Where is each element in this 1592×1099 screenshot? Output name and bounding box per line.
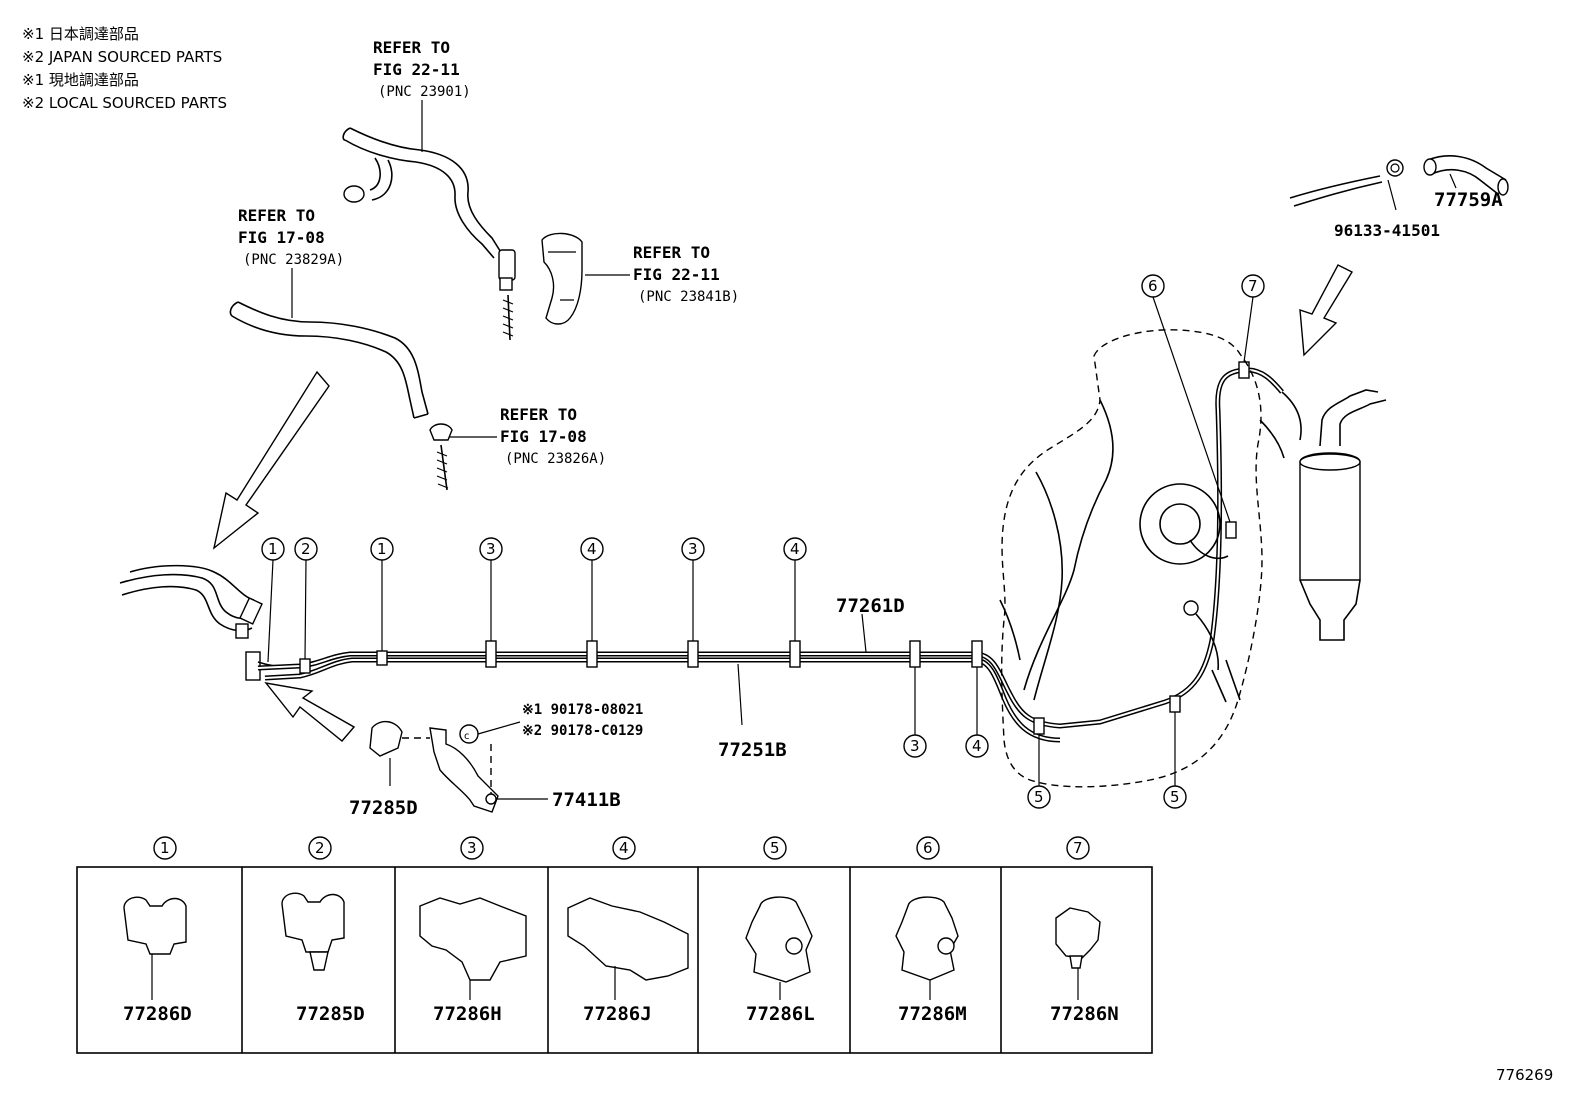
bracket-77411b-assembly: c: [369, 721, 548, 813]
callout-3b: [681, 537, 705, 561]
ref-c-pnc: (PNC 23841B): [638, 289, 739, 305]
ref-a-line2: FIG 22-11: [373, 60, 460, 79]
bolt-local: ※2 90178-C0129: [522, 723, 643, 739]
callout-2-label: 2: [301, 540, 311, 558]
reference-fig-17-08-pnc-23826a: REFER TO FIG 17-08 (PNC 23826A): [447, 405, 606, 467]
callout-4c: [965, 734, 989, 758]
ref-a-pnc: (PNC 23901): [378, 84, 471, 100]
legend-7-num: 7: [1073, 839, 1083, 857]
note-line-2: ※2 JAPAN SOURCED PARTS: [22, 48, 222, 66]
callout-4a: [580, 537, 604, 561]
ref-b-pnc: (PNC 23829A): [243, 252, 344, 268]
reference-fig-17-08-pnc-23829a: REFER TO FIG 17-08 (PNC 23829A): [238, 206, 344, 318]
part-77251b: 77251B: [718, 739, 787, 761]
ref-c-line2: FIG 22-11: [633, 265, 720, 284]
callout-3b-label: 3: [688, 540, 698, 558]
legend-5-num: 5: [770, 839, 780, 857]
ref-d-pnc: (PNC 23826A): [505, 451, 606, 467]
legend-5-part: 77286L: [746, 1003, 815, 1025]
callout-3c-label: 3: [910, 737, 920, 755]
note-line-1: ※1 日本調達部品: [22, 25, 139, 43]
main-fuel-lines: [257, 367, 1284, 743]
callout-4a-label: 4: [587, 540, 597, 558]
legend-1-part: 77286D: [123, 1003, 192, 1025]
callout-4b-label: 4: [790, 540, 800, 558]
callout-7-label: 7: [1248, 277, 1258, 295]
ref-b-line2: FIG 17-08: [238, 228, 325, 247]
callout-3a: [479, 537, 503, 561]
callout-3a-label: 3: [486, 540, 496, 558]
legend-7-part: 77286N: [1050, 1003, 1119, 1025]
legend-4-part: 77286J: [583, 1003, 652, 1025]
direction-arrows: [212, 264, 1353, 742]
engine-side-connection: [119, 564, 301, 681]
part-77759a: 77759A: [1434, 189, 1503, 211]
callout-5b-label: 5: [1170, 788, 1180, 806]
callout-6-label: 6: [1148, 277, 1158, 295]
reference-fig-22-11-pnc-23841b: REFER TO FIG 22-11 (PNC 23841B): [585, 243, 739, 305]
ref-a-line1: REFER TO: [373, 38, 450, 57]
ref-b-line1: REFER TO: [238, 206, 315, 225]
callout-5b: [1163, 785, 1187, 809]
callout-4b: [783, 537, 807, 561]
hose-77759a-assembly: [1289, 155, 1509, 211]
ref-d-line1: REFER TO: [500, 405, 577, 424]
note-line-3: ※1 現地調達部品: [22, 71, 139, 89]
ref-d-line2: FIG 17-08: [500, 427, 587, 446]
legend-6-part: 77286M: [898, 1003, 967, 1025]
callout-1a: [261, 537, 285, 561]
reference-fig-22-11-pnc-23901: REFER TO FIG 22-11 (PNC 23901): [373, 38, 471, 152]
callout-1b: [370, 537, 394, 561]
callout-1b-label: 1: [377, 540, 387, 558]
bolt-marker-c: c: [464, 731, 470, 742]
ref-c-line1: REFER TO: [633, 243, 710, 262]
line-clamps: [299, 361, 1250, 735]
part-number-labels: 77261D 77251B 77285D 77411B ※1 90178-080…: [349, 189, 1503, 819]
legend-2-num: 2: [315, 839, 325, 857]
part-77411b: 77411B: [552, 789, 621, 811]
callout-5a-label: 5: [1034, 788, 1044, 806]
part-96133-41501: 96133-41501: [1334, 221, 1440, 240]
legend-1-num: 1: [160, 839, 170, 857]
figure-id: 776269: [1496, 1066, 1553, 1084]
legend-2-part: 77285D: [296, 1003, 365, 1025]
charcoal-canister: [1259, 389, 1387, 641]
filler-vent-hose: [342, 127, 516, 341]
legend-3-part: 77286H: [433, 1003, 502, 1025]
callout-7: [1241, 274, 1265, 298]
breather-hose: [229, 301, 453, 491]
callout-4c-label: 4: [972, 737, 982, 755]
callout-2: [294, 537, 318, 561]
sourcing-notes: ※1 日本調達部品 ※2 JAPAN SOURCED PARTS ※1 現地調達…: [22, 25, 227, 112]
part-77261d: 77261D: [836, 595, 905, 617]
fuel-tank: [999, 329, 1263, 788]
clamp-legend-table: 1 77286D 2 77285D 3 77286H 4 77286J 5 77…: [76, 836, 1153, 1054]
filler-protector: [541, 232, 583, 325]
legend-6-num: 6: [923, 839, 933, 857]
note-line-4: ※2 LOCAL SOURCED PARTS: [22, 94, 227, 112]
callout-6: [1141, 274, 1165, 298]
legend-3-num: 3: [467, 839, 477, 857]
legend-4-num: 4: [619, 839, 629, 857]
callout-circles: 1 2 1 3 4 3 4 3 4 5 5 6: [261, 274, 1265, 809]
callout-1a-label: 1: [268, 540, 278, 558]
bolt-japan: ※1 90178-08021: [522, 702, 643, 718]
callout-5a: [1027, 785, 1051, 809]
part-77285d: 77285D: [349, 797, 418, 819]
callout-3c: [903, 734, 927, 758]
